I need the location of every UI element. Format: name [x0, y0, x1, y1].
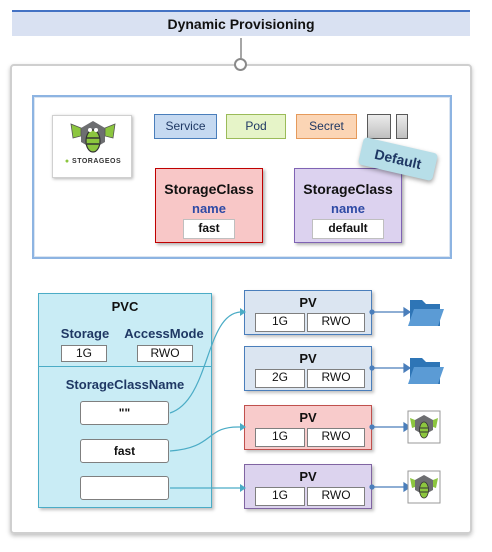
pv-accessmode: RWO	[307, 369, 365, 388]
pv-3: PV 1G RWO	[244, 405, 372, 450]
pvc-accessmode-value: RWO	[137, 345, 193, 362]
pv2-dot	[369, 365, 375, 371]
pvc-accessmode-label: AccessMode	[124, 326, 204, 341]
storageos-bee-icon	[407, 410, 441, 444]
arrowhead	[240, 484, 246, 492]
storageclass-name-label: name	[192, 201, 226, 216]
pv-size: 1G	[255, 428, 305, 447]
resource-blank-1	[367, 114, 391, 139]
scn-fast: fast	[80, 439, 169, 463]
resource-blank-2	[396, 114, 408, 139]
pvc-storage-label: Storage	[60, 326, 110, 341]
pvc-storage-value: 1G	[61, 345, 107, 362]
pv-accessmode: RWO	[307, 428, 365, 447]
arrowhead	[240, 423, 246, 431]
pv-2: PV 2G RWO	[244, 346, 372, 391]
storageos-bee-icon	[407, 470, 441, 504]
wire-scn-fast-to-pv3	[169, 426, 241, 452]
arrowhead	[403, 421, 412, 433]
storageos-logo-text: ● STORAGEOS	[55, 158, 131, 165]
storageclass-name-value: default	[312, 219, 384, 239]
pv1-dot	[369, 309, 375, 315]
storageclass-default: StorageClass name default	[294, 168, 402, 243]
pv-accessmode: RWO	[307, 487, 365, 506]
pvc-title: PVC	[111, 299, 139, 314]
pv4-dot	[369, 484, 375, 490]
folder-icon	[408, 300, 444, 326]
folder-icon	[408, 358, 444, 384]
storageos-bee-icon	[70, 121, 116, 153]
storageclass-name-label: name	[331, 201, 365, 216]
wire-scn-empty-to-pv1	[169, 311, 241, 414]
pv3-dot	[369, 424, 375, 430]
pvc-box	[38, 293, 212, 508]
connector-stem	[240, 38, 242, 58]
logo-label: STORAGEOS	[72, 158, 122, 165]
storageos-logo	[52, 115, 132, 178]
pv-1: PV 1G RWO	[244, 290, 372, 335]
pvc-divider	[38, 366, 212, 367]
storageclass-title: StorageClass	[303, 181, 393, 197]
storageclass-fast: StorageClass name fast	[155, 168, 263, 243]
storageclass-title: StorageClass	[164, 181, 254, 197]
arrowhead	[240, 308, 246, 316]
arrowhead	[403, 306, 412, 318]
pv-size: 1G	[255, 313, 305, 332]
resource-pod: Pod	[226, 114, 286, 139]
scn-empty-string: ""	[80, 401, 169, 425]
pv-title: PV	[299, 410, 317, 425]
pv-4: PV 1G RWO	[244, 464, 372, 509]
connector-knob	[234, 58, 247, 71]
resource-service: Service	[154, 114, 217, 139]
diagram-title: Dynamic Provisioning	[12, 10, 470, 36]
pv-size: 1G	[255, 487, 305, 506]
cluster-box	[32, 95, 452, 259]
pv-title: PV	[299, 351, 317, 366]
pv-size: 2G	[255, 369, 305, 388]
s-mark-icon: ●	[64, 158, 70, 165]
pv-title: PV	[299, 295, 317, 310]
scn-unset	[80, 476, 169, 500]
pv-accessmode: RWO	[307, 313, 365, 332]
arrowhead	[403, 481, 412, 493]
arrowhead	[403, 362, 412, 374]
storageclass-name-value: fast	[183, 219, 235, 239]
pvc-storageclassname-label: StorageClassName	[65, 377, 185, 392]
resource-secret: Secret	[296, 114, 357, 139]
pv-title: PV	[299, 469, 317, 484]
